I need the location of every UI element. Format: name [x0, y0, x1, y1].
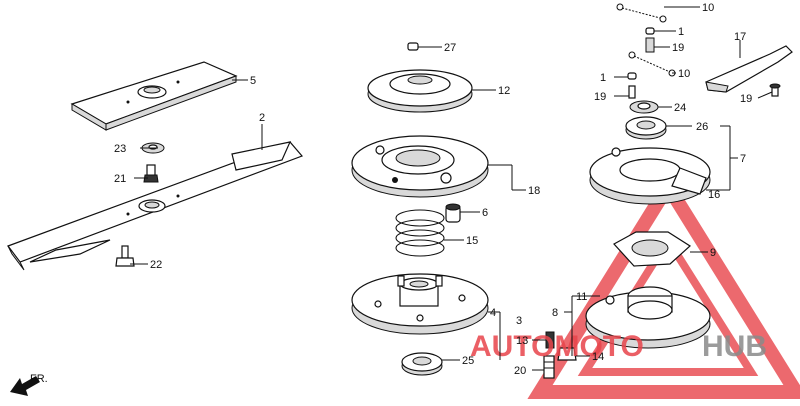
part-pin-1-upper: [645, 27, 655, 35]
callout-11: 11: [576, 291, 587, 303]
callout-25: 25: [462, 355, 474, 367]
leader-lines: [130, 6, 773, 371]
part-bolt-19-right: [769, 83, 781, 97]
callout-8: 8: [552, 307, 558, 319]
part-blade: [7, 141, 304, 271]
callout-17: 17: [734, 31, 746, 43]
part-pulley-12: [367, 69, 473, 113]
part-blade-plate: [70, 61, 238, 131]
part-bolt-20: [543, 355, 555, 379]
callout-22: 22: [150, 259, 162, 271]
part-washer-24: [629, 100, 659, 114]
callout-3: 3: [516, 315, 522, 327]
callout-19-right: 19: [740, 93, 752, 105]
part-collar-6: [445, 203, 461, 223]
watermark-part1: AUTOMOTO: [470, 330, 644, 363]
callout-6: 6: [482, 207, 488, 219]
callout-19-lower: 19: [594, 91, 606, 103]
part-lower-disc-4: [351, 273, 489, 335]
callout-27: 27: [444, 42, 456, 54]
part-lever-17: [705, 45, 793, 93]
part-brake-plate-18: [351, 135, 489, 198]
watermark-triangle: [527, 172, 800, 399]
callout-14: 14: [592, 351, 604, 363]
callout-19-upper: 19: [672, 42, 684, 54]
part-housing-8: [585, 286, 711, 349]
callout-2: 2: [259, 112, 265, 124]
callout-1-upper: 1: [678, 26, 684, 38]
callout-1-lower: 1: [600, 72, 606, 84]
part-pin-1-lower: [627, 72, 637, 80]
callout-16: 16: [708, 189, 720, 201]
part-bolt-21: [143, 164, 159, 183]
callout-5: 5: [250, 75, 256, 87]
part-pin-27: [407, 42, 419, 51]
callout-12: 12: [498, 85, 510, 97]
part-spring-10-lower: [628, 51, 676, 77]
watermark-part2: HUB: [702, 330, 767, 363]
callout-15: 15: [466, 235, 478, 247]
front-direction-arrow: [10, 376, 40, 396]
callout-4: 4: [490, 307, 496, 319]
callout-21: 21: [114, 173, 126, 185]
direction-label: FR.: [30, 373, 48, 385]
callout-24: 24: [674, 102, 686, 114]
part-spring-15: [395, 209, 445, 257]
callout-23: 23: [114, 143, 126, 155]
watermark-text: AUTOMOTO HUB: [470, 330, 767, 363]
callout-13: 13: [516, 335, 528, 347]
part-bearing-25: [401, 352, 443, 376]
part-gasket-9: [613, 231, 691, 267]
part-bearing-26: [625, 116, 667, 140]
callout-20: 20: [514, 365, 526, 377]
part-spring-10-upper: [616, 3, 667, 23]
callout-9: 9: [710, 247, 716, 259]
part-bolt-19-lower: [628, 85, 636, 99]
callout-10-upper: 10: [702, 2, 714, 14]
callout-labels: 5 2 23 21 22 FR. 27 12 18 6 15 4 3 25 10…: [30, 2, 752, 385]
part-housing-16: [589, 147, 711, 205]
callout-18: 18: [528, 185, 540, 197]
callout-7: 7: [740, 153, 746, 165]
callout-10-lower: 10: [678, 68, 690, 80]
part-bolt-22: [115, 245, 135, 267]
callout-26: 26: [696, 121, 708, 133]
part-bolt-19-upper: [645, 37, 655, 53]
